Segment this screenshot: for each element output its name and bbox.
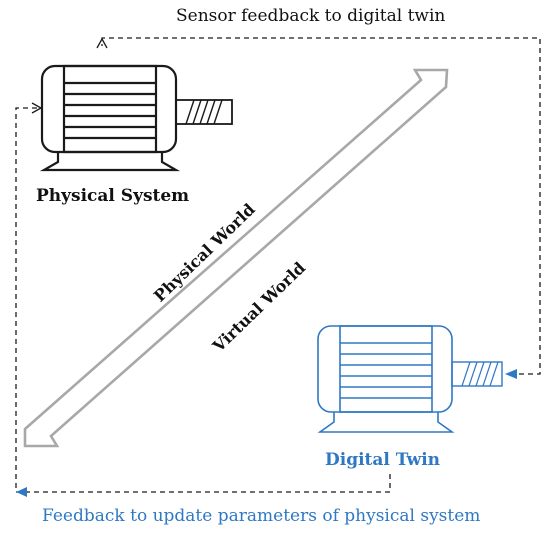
sensor-feedback-label: Sensor feedback to digital twin <box>176 6 446 26</box>
digital-twin-label: Digital Twin <box>325 450 441 470</box>
parameter-feedback-label: Feedback to update parameters of physica… <box>42 506 481 526</box>
parameter-feedback-arrow <box>15 102 391 497</box>
physical-system-label: Physical System <box>36 186 190 206</box>
digital-twin-motor-icon <box>317 325 503 433</box>
sensor-feedback-arrow <box>96 37 541 379</box>
physical-virtual-double-arrow <box>23 68 449 448</box>
physical-motor-icon <box>39 64 233 172</box>
